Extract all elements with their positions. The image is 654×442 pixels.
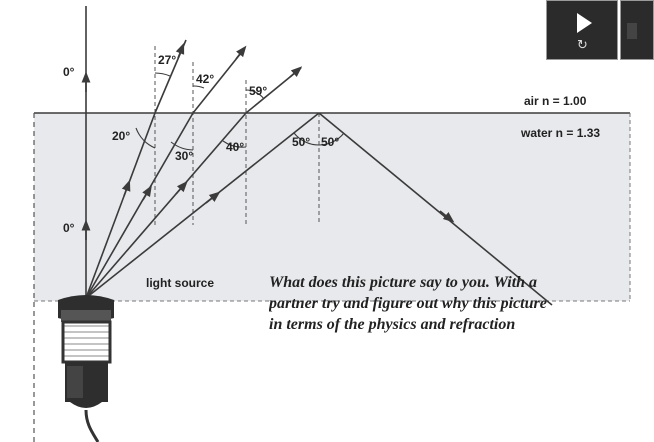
ray2-water (85, 112, 194, 299)
media-controls: ↻ (546, 0, 654, 62)
angle-reflect-right: 50° (321, 135, 339, 149)
replay-icon: ↻ (577, 38, 588, 53)
angle-reflect-left: 50° (292, 135, 310, 149)
normal-lines (154, 46, 320, 225)
play-button[interactable]: ↻ (546, 0, 618, 60)
light-rays (85, 6, 553, 306)
prompt-line-1: What does this picture say to you. With … (269, 274, 538, 291)
angle-normal-water: 0° (63, 221, 75, 235)
ray-reflect-in (85, 112, 320, 299)
angle-ray3-air: 59° (249, 84, 267, 98)
ray-reflect-out (318, 112, 553, 306)
light-source-label: light source (146, 276, 214, 290)
water-region (34, 113, 630, 301)
ray3-water (85, 112, 247, 299)
ray1-water (85, 112, 156, 299)
air-label: air n = 1.00 (524, 94, 587, 108)
water-label: water n = 1.33 (520, 126, 600, 140)
discussion-prompt: What does this picture say to you. With … (269, 272, 654, 335)
prompt-line-3: in terms of the physics and refraction (269, 316, 516, 333)
angle-ray3-water: 40° (226, 140, 244, 154)
angle-ray2-air: 42° (196, 72, 214, 86)
prompt-line-2: partner try and figure out why this pict… (269, 295, 547, 312)
ray-arrows (81, 42, 455, 240)
angle-ray2-water: 30° (175, 149, 193, 163)
light-source-device (58, 295, 114, 442)
next-button[interactable] (620, 0, 654, 60)
next-icon (627, 23, 637, 39)
play-icon (577, 13, 592, 33)
angle-normal-air: 0° (63, 65, 75, 79)
angle-ray1-water: 20° (112, 129, 130, 143)
angle-ray1-air: 27° (158, 53, 176, 67)
angle-arcs (135, 72, 345, 151)
